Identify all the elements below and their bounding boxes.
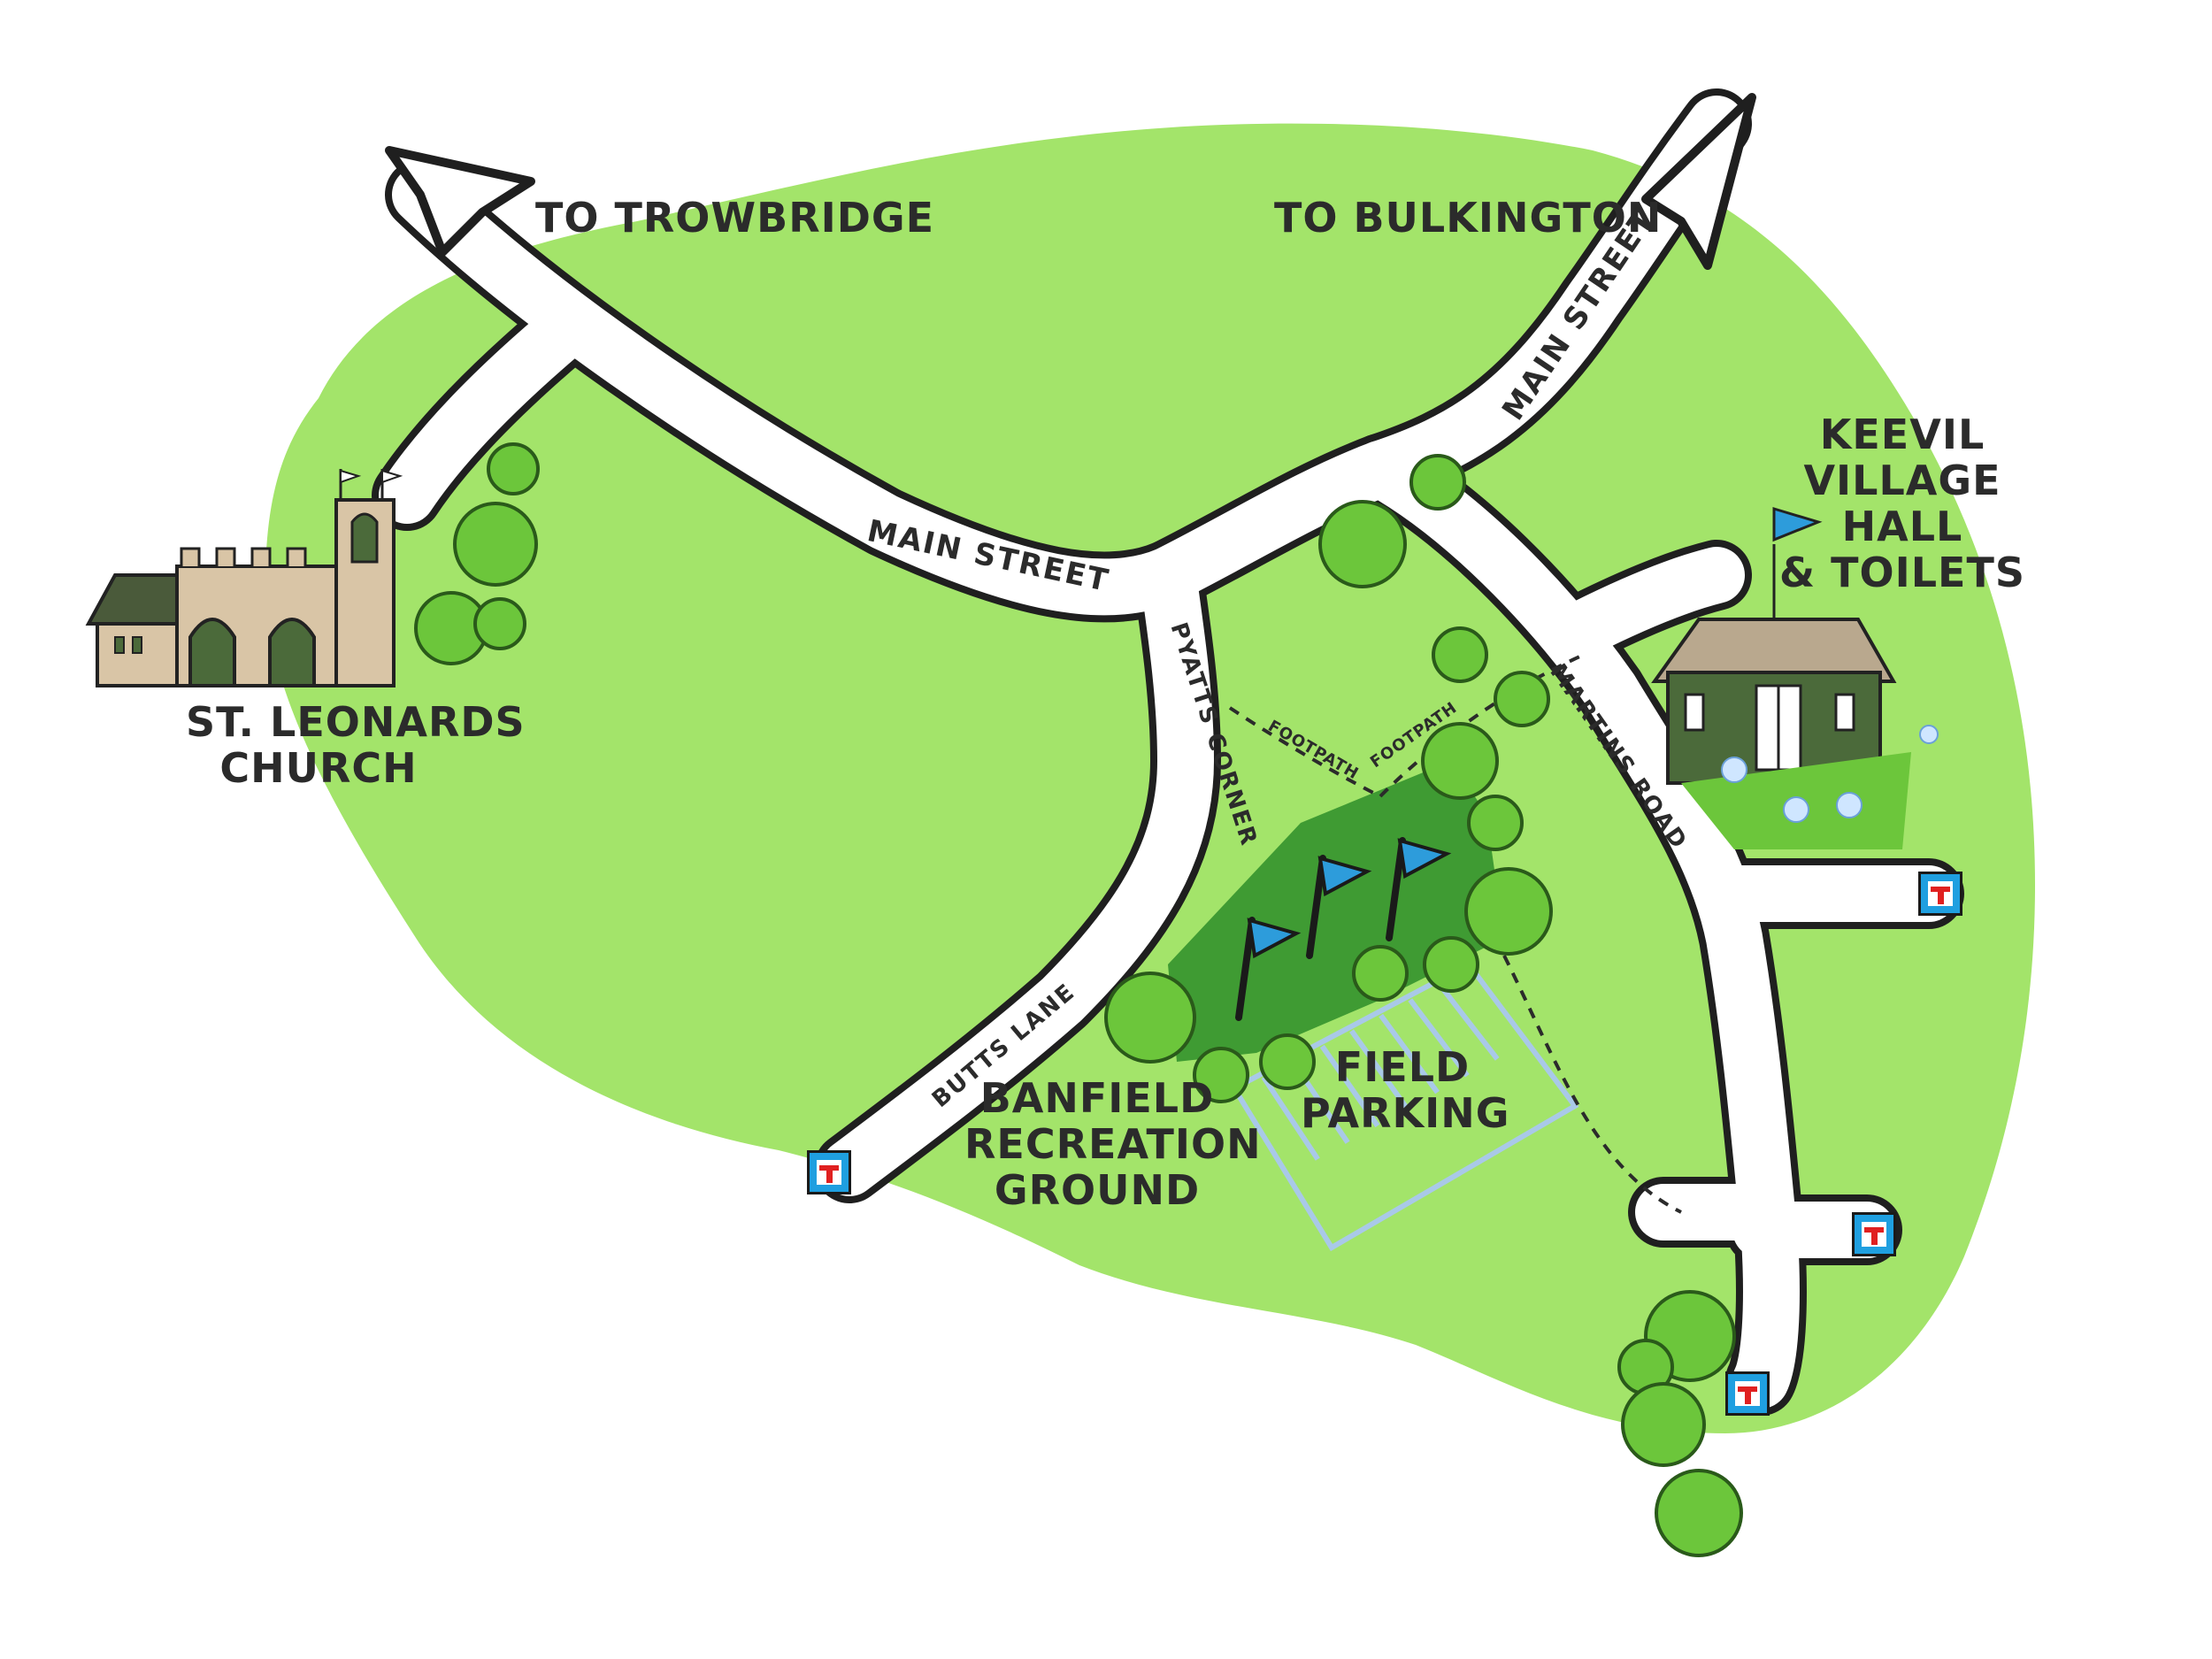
footpath-line xyxy=(1502,955,1682,1214)
parking-bay-line xyxy=(1408,998,1470,1078)
road-hall-spur xyxy=(1555,547,1745,657)
rec-label-line3: GROUND xyxy=(994,1166,1201,1214)
tree-icon xyxy=(1104,972,1196,1064)
hall-label-line4: & TOILETS xyxy=(1779,549,2025,596)
parking-bay-line xyxy=(1437,982,1500,1061)
flag-pole xyxy=(1306,855,1326,959)
arrow-bulkington-icon xyxy=(1641,93,1756,270)
village-hall-label: KEEVIL VILLAGE HALL & TOILETS xyxy=(1778,411,2026,595)
arrow-trowbridge-icon xyxy=(385,146,535,257)
rec-label-line2: RECREATION xyxy=(964,1120,1262,1168)
no-through-road-icon xyxy=(1918,872,1962,916)
tree-icon xyxy=(453,502,538,587)
flag-pole xyxy=(1386,837,1406,941)
parking-label-line2: PARKING xyxy=(1301,1089,1510,1137)
tree-icon xyxy=(1655,1469,1743,1557)
church-icon xyxy=(85,469,403,687)
rec-label-line1: BANFIELD xyxy=(979,1074,1215,1122)
hall-label-line3: HALL xyxy=(1841,503,1963,550)
church-label-line1: ST. LEONARDS xyxy=(186,698,526,746)
parking-bay-line xyxy=(1379,1013,1440,1094)
tree-icon xyxy=(1259,1033,1316,1090)
tree-icon xyxy=(1421,722,1499,800)
parking-label-line1: FIELD xyxy=(1334,1043,1471,1091)
tree-icon xyxy=(1621,1382,1706,1467)
field-parking-label: FIELD PARKING xyxy=(1301,1043,1510,1137)
parking-bay-line xyxy=(1261,1075,1320,1161)
tree-icon xyxy=(1409,454,1466,511)
parking-bay-line xyxy=(1319,1044,1380,1128)
destination-bulkington: TO BULKINGTON xyxy=(1274,194,1663,242)
no-through-road-icon xyxy=(1852,1212,1896,1256)
flag-pole xyxy=(1235,917,1256,1021)
flag-icon xyxy=(1247,918,1302,959)
road-to-church xyxy=(379,308,586,524)
recreation-flags xyxy=(1235,837,1452,1021)
church-label-line2: CHURCH xyxy=(219,744,418,792)
footpath-line xyxy=(1228,706,1381,798)
no-through-road-icon xyxy=(807,1150,851,1194)
flag-icon xyxy=(1317,856,1372,897)
tree-icon xyxy=(1432,626,1488,683)
footpaths xyxy=(1228,653,1682,1214)
recreation-ground xyxy=(1168,761,1504,1062)
tree-icon xyxy=(1318,500,1407,588)
tree-icon xyxy=(487,442,540,495)
parking-outline xyxy=(1230,961,1579,1252)
parking-bay-line xyxy=(1349,1029,1410,1111)
tree-icon xyxy=(1193,1047,1249,1103)
tree-icon xyxy=(1352,945,1409,1002)
church-label: ST. LEONARDS CHURCH xyxy=(186,698,526,792)
tree-icon xyxy=(1494,671,1550,727)
trees xyxy=(414,442,1743,1557)
hall-label-line1: KEEVIL xyxy=(1819,411,1985,458)
recreation-ground-label: BANFIELD RECREATION GROUND xyxy=(964,1074,1262,1214)
destination-trowbridge: TO TROWBRIDGE xyxy=(535,194,935,242)
hall-label-line2: VILLAGE xyxy=(1803,457,2001,504)
village-hall-icon xyxy=(1651,506,1939,849)
flag-icon xyxy=(1397,838,1452,879)
road-pyatts-butts xyxy=(821,547,1214,1196)
footpath-line xyxy=(1379,653,1585,798)
no-through-road-icon xyxy=(1725,1371,1770,1416)
tree-icon xyxy=(473,597,526,650)
tree-icon xyxy=(1467,795,1524,851)
tree-icon xyxy=(1464,867,1553,956)
tree-icon xyxy=(1423,936,1479,993)
roads xyxy=(372,88,1964,1416)
field-parking-area xyxy=(1230,961,1579,1252)
